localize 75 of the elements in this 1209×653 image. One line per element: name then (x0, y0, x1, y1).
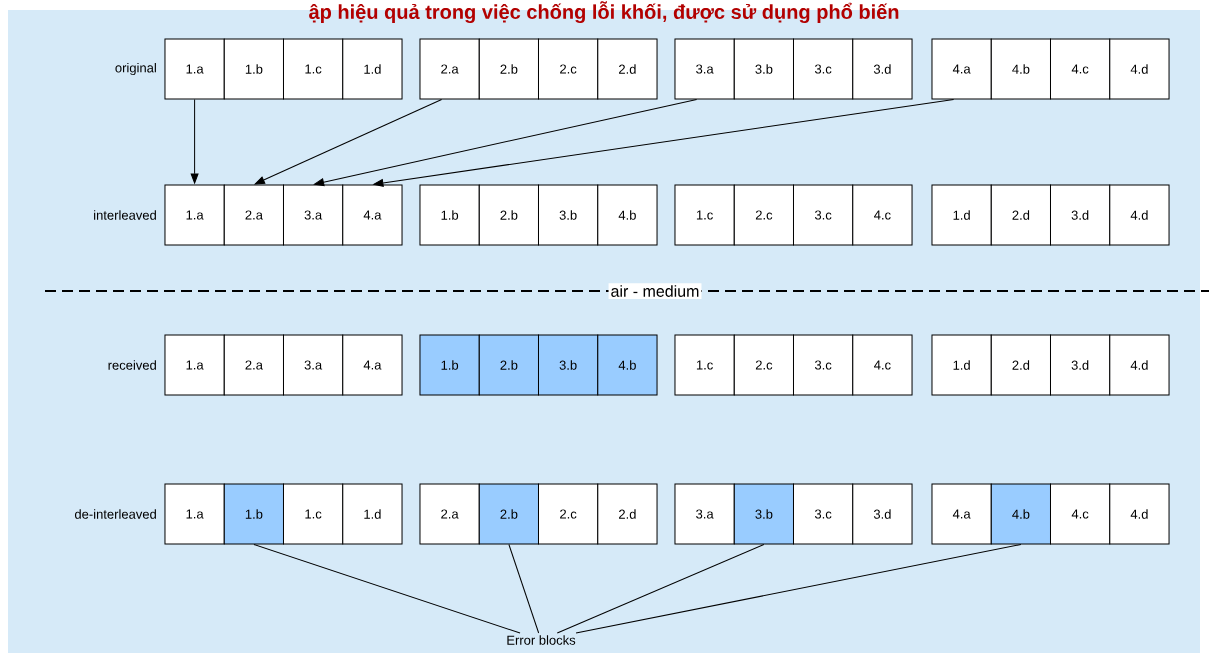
cell: 3.c (793, 334, 854, 396)
cell: 1.a (164, 483, 225, 545)
cell: 3.b (538, 184, 599, 246)
cell: 2.b (478, 334, 540, 396)
cell: 1.d (931, 334, 992, 396)
cell: 3.a (283, 184, 344, 246)
cell: 2.c (733, 184, 795, 246)
cell: 1.c (674, 184, 735, 246)
leader-line (253, 544, 521, 634)
cell: 2.d (990, 184, 1052, 246)
cell: 4.d (1109, 483, 1170, 545)
cell: 1.b (223, 483, 285, 545)
cell: 4.b (990, 38, 1052, 100)
cell: 1.b (419, 334, 480, 396)
cell: 3.b (733, 38, 795, 100)
cell: 2.a (419, 38, 480, 100)
cell: 4.b (597, 334, 658, 396)
cell: 1.d (342, 38, 403, 100)
callout-text: Error blocks (507, 635, 576, 645)
cell: 2.c (538, 38, 599, 100)
cell: 2.d (597, 38, 658, 100)
cell: 4.a (931, 38, 992, 100)
leader-line (556, 544, 765, 634)
cell: 1.c (283, 483, 344, 545)
cell: 3.c (793, 483, 854, 545)
cell: 3.a (674, 483, 735, 545)
cell: 4.c (1050, 38, 1111, 100)
cell: 4.d (1109, 38, 1170, 100)
cell: 4.c (1050, 483, 1111, 545)
divider-label: air - medium (608, 283, 702, 299)
cell: 4.c (852, 184, 913, 246)
cell: 1.a (164, 334, 225, 396)
cell: 4.d (1109, 184, 1170, 246)
cell: 3.d (852, 38, 913, 100)
cell: 4.b (990, 483, 1052, 545)
cell: 4.a (931, 483, 992, 545)
arrow (254, 99, 443, 185)
title: ập hiệu quả trong việc chống lỗi khối, được sử dụng phổ biến (309, 1, 899, 24)
cell: 1.d (342, 483, 403, 545)
cell: 4.d (1109, 334, 1170, 396)
arrow (373, 99, 955, 187)
cell: 1.a (164, 38, 225, 100)
cell: 4.b (597, 184, 658, 246)
cell: 1.c (674, 334, 735, 396)
cell: 3.c (793, 38, 854, 100)
cell: 2.b (478, 184, 540, 246)
cell: 2.b (478, 483, 540, 545)
leader-line (508, 544, 540, 634)
cell: 3.d (852, 483, 913, 545)
cell: 2.c (733, 334, 795, 396)
cell: 3.a (283, 334, 344, 396)
arrow (190, 99, 199, 184)
cell: 3.c (793, 184, 854, 246)
cell: 2.a (223, 184, 285, 246)
cell: 1.b (419, 184, 480, 246)
cell: 1.c (283, 38, 344, 100)
cell: 3.b (733, 483, 795, 545)
cell: 1.b (223, 38, 285, 100)
cell: 4.c (852, 334, 913, 396)
cell: 2.b (478, 38, 540, 100)
cell: 3.d (1050, 184, 1111, 246)
cell: 2.a (223, 334, 285, 396)
cell: 2.d (990, 334, 1052, 396)
arrow (314, 99, 698, 187)
cell: 4.a (342, 184, 403, 246)
cell: 4.a (342, 334, 403, 396)
cell: 1.a (164, 184, 225, 246)
cell: 2.d (597, 483, 658, 545)
cell: 3.a (674, 38, 735, 100)
leader-line (575, 544, 1022, 634)
cell: 3.b (538, 334, 599, 396)
cell: 2.c (538, 483, 599, 545)
cell: 1.d (931, 184, 992, 246)
cell: 3.d (1050, 334, 1111, 396)
cell: 2.a (419, 483, 480, 545)
